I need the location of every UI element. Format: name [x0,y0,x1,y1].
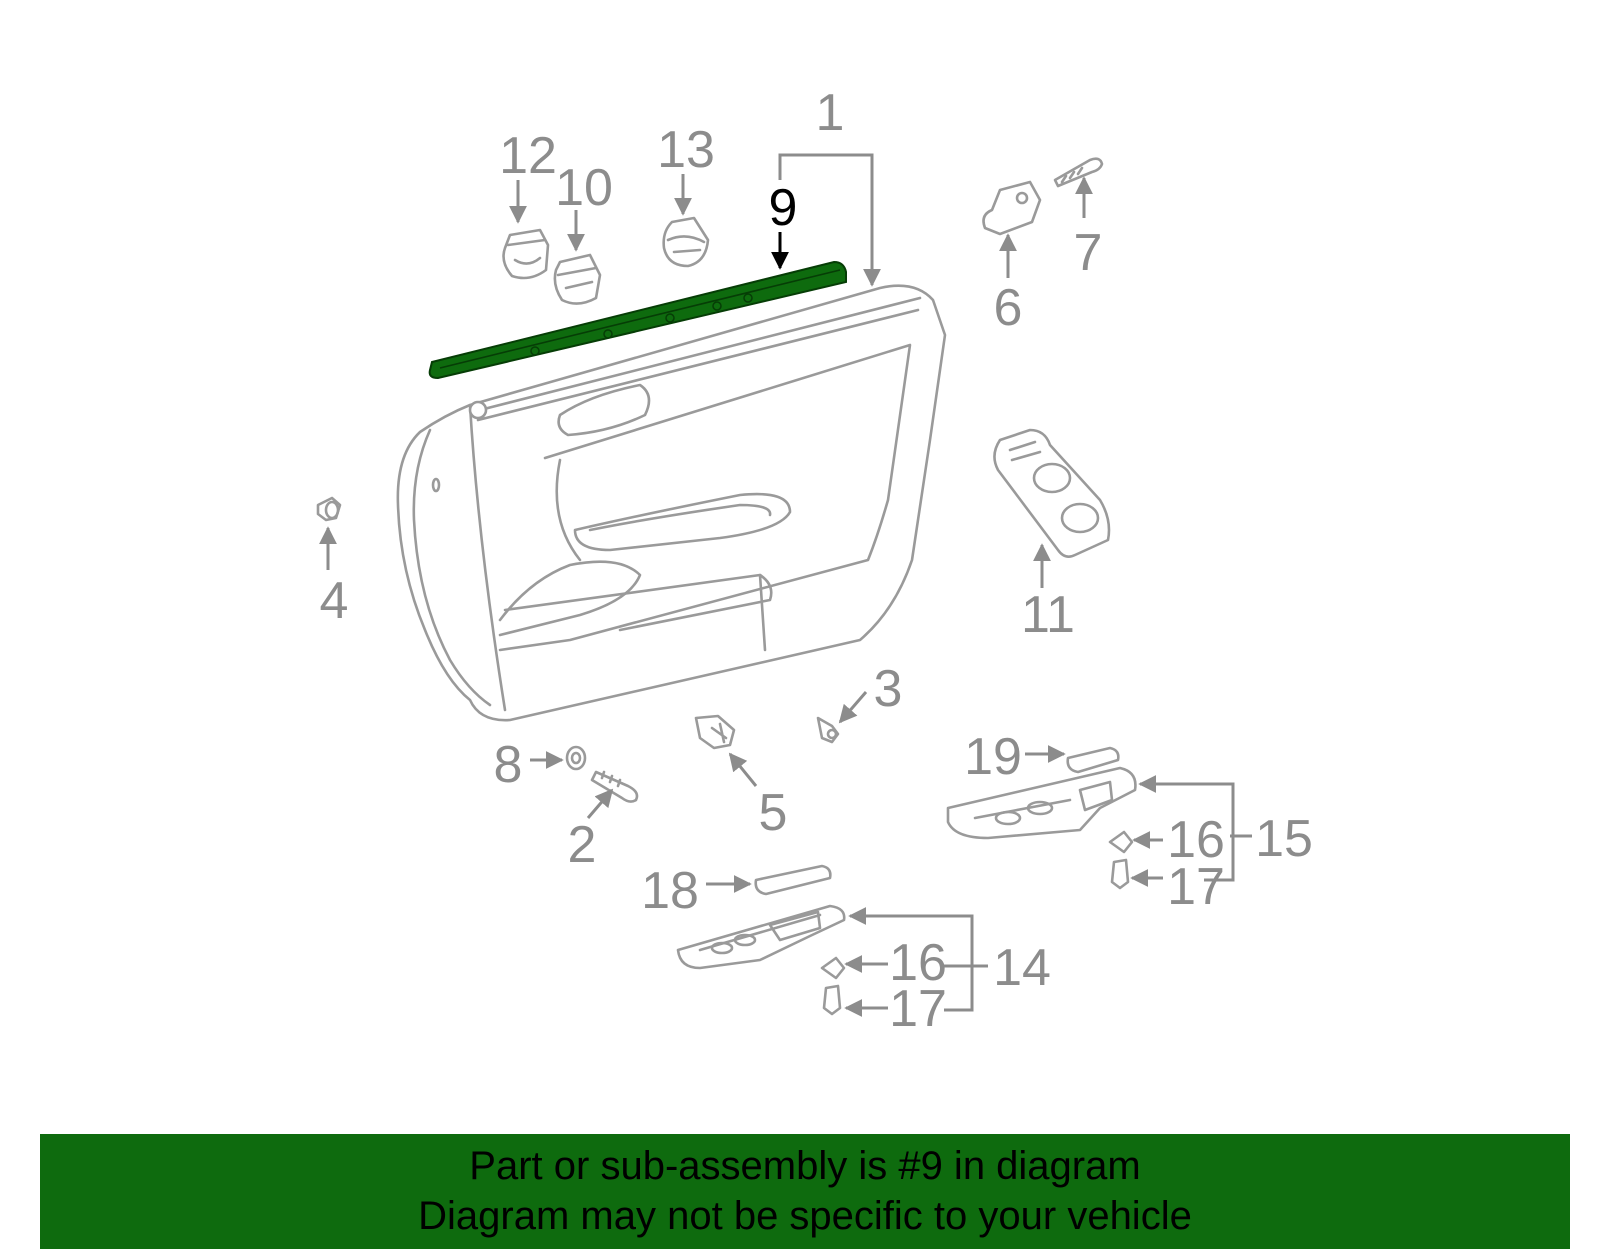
part-3-clip [816,716,840,744]
callout-4: 4 [320,572,349,630]
callout-17-right: 17 [1167,858,1225,916]
part-9-belt-moulding[interactable] [428,260,847,380]
callout-2: 2 [568,816,597,874]
callout-9: 9 [769,179,798,237]
part-5-clip [694,714,736,750]
banner-line-1: Part or sub-assembly is #9 in diagram [469,1144,1141,1188]
callout-15: 15 [1255,810,1313,868]
callout-3: 3 [874,660,903,718]
part-7-screw [1053,157,1104,188]
callout-12: 12 [499,127,557,185]
part-19-bezel [1066,746,1120,774]
part-16-clip-right [1108,830,1134,854]
callout-13: 13 [657,121,715,179]
callout-17-left: 17 [889,980,947,1038]
callout-5: 5 [759,784,788,842]
part-14-switch-base [676,904,846,970]
part-12-clip [502,228,550,280]
part-17-screw-left [822,984,842,1016]
door-trim-panel [396,284,947,722]
part-16-clip-left [820,956,846,980]
callout-11: 11 [1021,586,1075,644]
banner-line-2: Diagram may not be specific to your vehi… [418,1194,1192,1238]
leader-lines [319,153,1252,1017]
callout-labels: 1 2 3 4 5 6 7 8 9 10 11 12 13 14 15 16 1… [320,84,1313,1038]
part-15-switch-base [946,766,1137,840]
part-11-switch [993,428,1111,558]
callout-18: 18 [641,862,699,920]
part-10-clip [553,253,602,305]
part-13-clip [662,216,710,268]
part-4-clip [316,496,342,522]
callout-10: 10 [555,159,613,217]
part-6-bracket [982,180,1042,236]
callout-16-left: 16 [889,934,947,992]
part-info-banner: Part or sub-assembly is #9 in diagram Di… [40,1134,1570,1249]
callout-8: 8 [494,736,523,794]
part-17-screw-right [1110,858,1130,890]
callout-1: 1 [816,84,845,142]
part-18-bezel [754,864,832,896]
callout-7: 7 [1074,224,1103,282]
callout-16-right: 16 [1167,811,1225,869]
callout-19: 19 [964,728,1022,786]
callout-14: 14 [993,939,1051,997]
part-8-grommet [565,745,587,771]
part-2-screw [590,770,639,803]
callout-6: 6 [994,279,1023,337]
